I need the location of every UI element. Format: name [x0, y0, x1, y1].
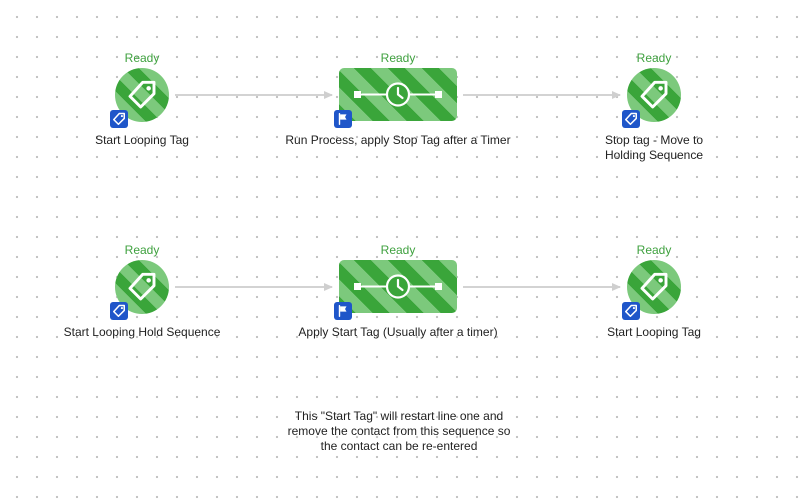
node-label: Stop tag - Move to Holding Sequence — [539, 133, 769, 163]
tag-icon — [128, 272, 156, 301]
node-label: Start Looping Tag — [607, 325, 701, 339]
apply-start-tag-node[interactable] — [339, 260, 457, 313]
node-status: Ready — [124, 243, 160, 257]
flag-icon — [338, 305, 347, 317]
note-line: remove the contact from this sequence so — [287, 424, 511, 438]
run-process-node[interactable] — [339, 68, 457, 121]
node-status: Ready — [636, 243, 672, 257]
node-status: Ready — [380, 51, 416, 65]
note-line: This "Start Tag" will restart line one a… — [294, 409, 504, 423]
node-status: Ready — [636, 51, 672, 65]
timer-icon — [354, 274, 442, 299]
flag-badge[interactable] — [334, 110, 352, 128]
tag-icon — [624, 304, 638, 318]
flag-badge[interactable] — [334, 302, 352, 320]
node-status: Ready — [124, 51, 160, 65]
node-status: Ready — [380, 243, 416, 257]
annotation-note[interactable]: This "Start Tag" will restart line one a… — [259, 409, 539, 454]
node-label-line: Holding Sequence — [604, 148, 704, 162]
timer-icon — [354, 82, 442, 107]
tag-badge[interactable] — [110, 302, 128, 320]
flag-icon — [338, 113, 347, 125]
tag-badge[interactable] — [622, 302, 640, 320]
tag-icon — [640, 272, 668, 301]
node-label: Run Process, apply Stop Tag after a Time… — [285, 133, 511, 147]
tag-icon — [640, 80, 668, 109]
tag-icon — [112, 304, 126, 318]
node-label: Start Looping Tag — [95, 133, 189, 147]
note-line: the contact can be re-entered — [320, 439, 478, 453]
node-label-line: Stop tag - Move to — [604, 133, 704, 147]
tag-icon — [128, 80, 156, 109]
tag-icon — [112, 112, 126, 126]
node-label: Apply Start Tag (Usually after a timer) — [298, 325, 498, 339]
tag-badge[interactable] — [622, 110, 640, 128]
tag-badge[interactable] — [110, 110, 128, 128]
tag-icon — [624, 112, 638, 126]
node-label: Start Looping Hold Sequence — [63, 325, 221, 339]
